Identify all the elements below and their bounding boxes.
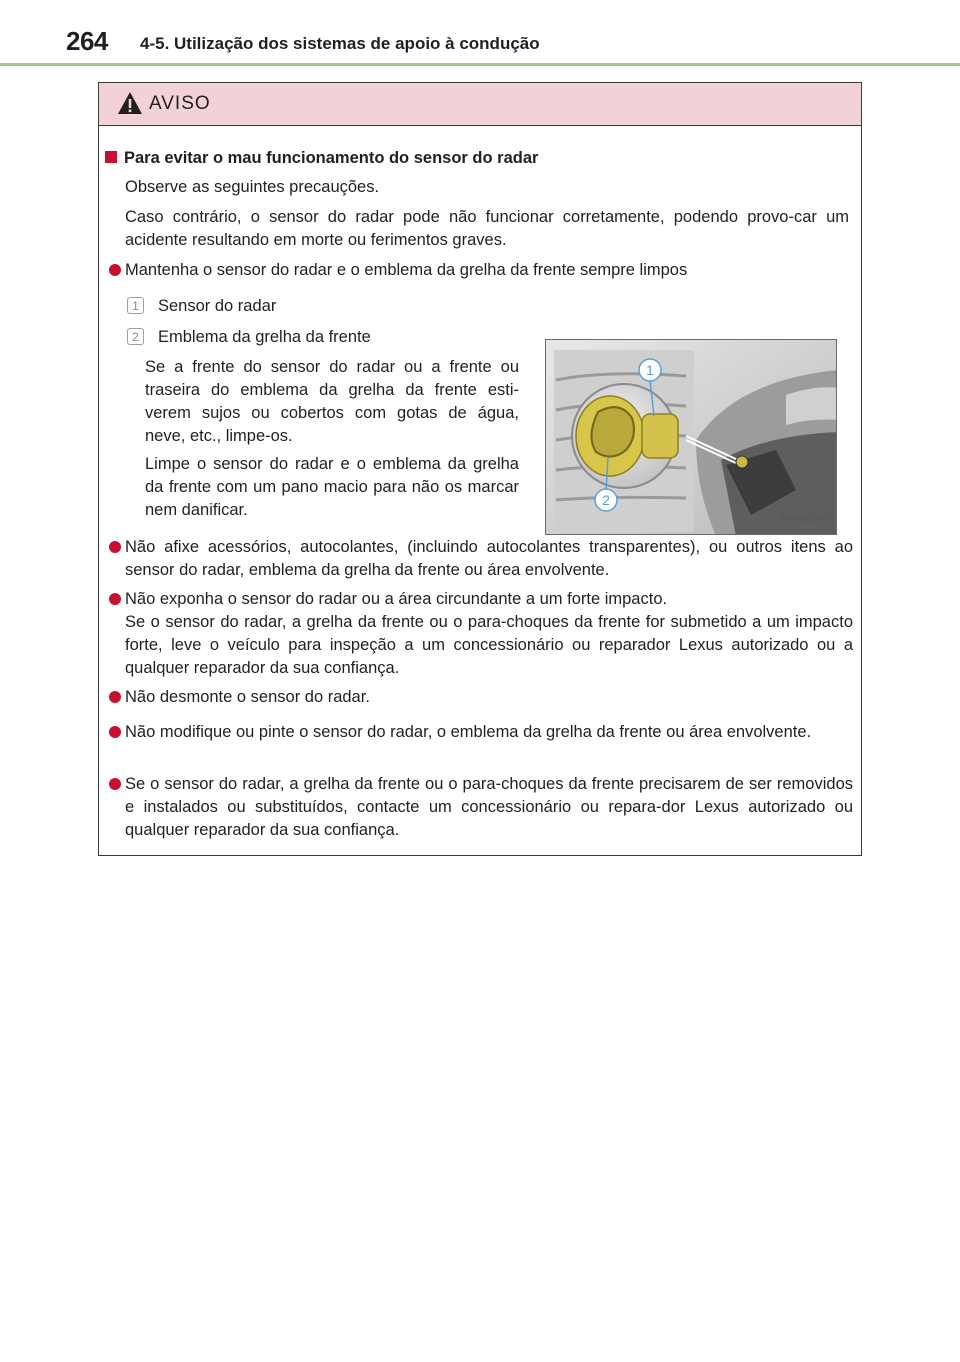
legend-item-2: 2 Emblema da grelha da frente [127,326,371,349]
page-header: 264 4-5. Utilização dos sistemas de apoi… [0,0,960,70]
bullet-text: Mantenha o sensor do radar e o emblema d… [125,261,688,279]
bullet-text: Não desmonte o sensor do radar. [125,688,370,706]
bullet-dot-icon [109,778,121,790]
intro-paragraph-1: Observe as seguintes precauções. [125,178,380,196]
bullet-continuation: Se o sensor do radar, a grelha da frente… [107,611,853,680]
bullet-text: Se o sensor do radar, a grelha da frente… [125,775,853,839]
bullet-item: Não modifique ou pinte o sensor do radar… [107,721,853,744]
bullet-text: Não afixe acessórios, autocolantes, (inc… [125,538,853,579]
bullet-text: Se o sensor do radar, a grelha da frente… [125,613,853,677]
bullet-item: Se o sensor do radar, a grelha da frente… [107,773,853,842]
bullet-item: Não exponha o sensor do radar ou a área … [107,588,853,611]
square-bullet-icon [105,151,117,163]
intro-paragraph-2: Caso contrário, o sensor do radar pode n… [125,208,849,249]
legend-description-2: Limpe o sensor do radar e o emblema da g… [145,455,519,519]
callout-number-badge: 1 [127,297,144,314]
legend-label: Emblema da grelha da frente [158,328,371,346]
bullet-item: Mantenha o sensor do radar e o emblema d… [107,259,853,282]
bullet-item: Não afixe acessórios, autocolantes, (inc… [107,536,853,582]
legend-description-1: Se a frente do sensor do radar ou a fren… [145,358,519,445]
chapter-title: 4-5. Utilização dos sistemas de apoio à … [140,34,540,53]
bullet-text: Não exponha o sensor do radar ou a área … [125,590,668,608]
section-title: Para evitar o mau funcionamento do senso… [105,147,538,170]
svg-text:2: 2 [602,492,610,508]
figure-code: IN45GS300 [778,513,830,523]
warning-header: AVISO [99,83,861,126]
section-title-text: Para evitar o mau funcionamento do senso… [124,149,539,167]
header-rule [0,63,960,66]
bullet-dot-icon [109,264,121,276]
warning-triangle-icon [118,92,142,114]
page-number: 264 [66,26,108,56]
legend-item-1: 1 Sensor do radar [127,295,276,318]
bullet-dot-icon [109,593,121,605]
callout-number-badge: 2 [127,328,144,345]
radar-sensor-figure: 1 2 IN45GS300 [545,339,837,535]
bullet-text: Não modifique ou pinte o sensor do radar… [125,723,812,741]
legend-label: Sensor do radar [158,297,277,315]
bullet-item: Não desmonte o sensor do radar. [107,686,853,709]
bullet-dot-icon [109,691,121,703]
bullet-dot-icon [109,726,121,738]
svg-text:1: 1 [646,362,654,378]
warning-box: AVISO Para evitar o mau funcionamento do… [98,82,862,856]
car-front-illustration: 1 2 [546,340,836,534]
bullet-dot-icon [109,541,121,553]
warning-label: AVISO [149,93,211,114]
